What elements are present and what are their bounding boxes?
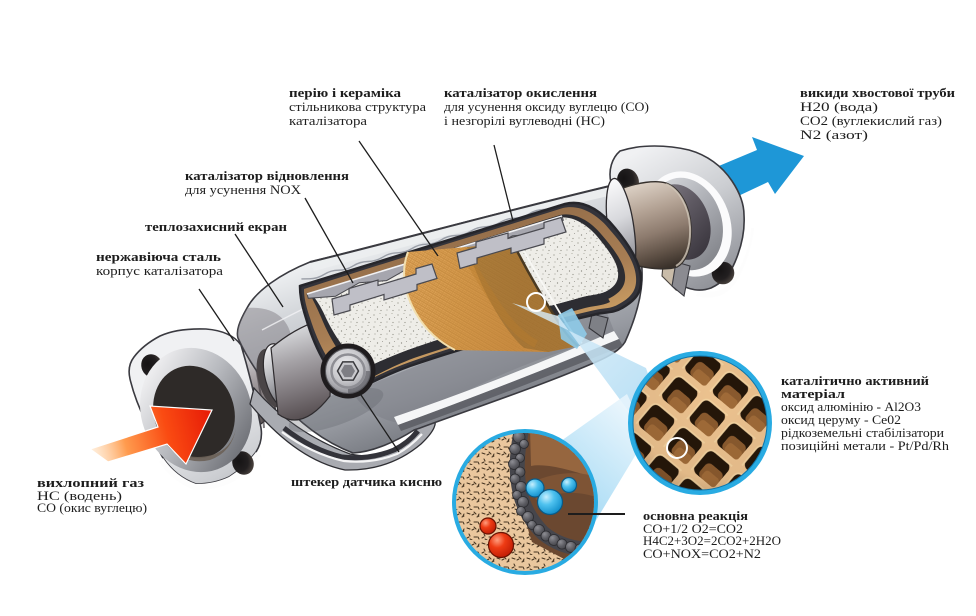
svg-text:каталізатора: каталізатора bbox=[289, 114, 368, 128]
svg-text:HC (водень): HC (водень) bbox=[37, 489, 122, 503]
svg-text:оксид алюмінію - Al2O3: оксид алюмінію - Al2O3 bbox=[781, 400, 921, 414]
svg-text:оксид церуму - Ce02: оксид церуму - Ce02 bbox=[781, 413, 901, 427]
svg-text:викиди хвостової труби: викиди хвостової труби bbox=[800, 85, 956, 100]
svg-text:CO2 (вуглекислий газ): CO2 (вуглекислий газ) bbox=[800, 114, 942, 128]
svg-text:N2 (азот): N2 (азот) bbox=[800, 128, 868, 142]
svg-text:рідкоземельні стабілізатори: рідкоземельні стабілізатори bbox=[781, 426, 944, 440]
svg-text:CO (окис вуглецю): CO (окис вуглецю) bbox=[37, 501, 147, 515]
svg-text:нержавіюча сталь: нержавіюча сталь bbox=[96, 249, 221, 264]
svg-text:стільникова структура: стільникова структура bbox=[289, 100, 427, 114]
svg-text:позиційні метали - Pt/Pd/Rh: позиційні метали - Pt/Pd/Rh bbox=[781, 439, 950, 453]
svg-text:основна реакція: основна реакція bbox=[643, 508, 748, 523]
svg-text:CO+NOX=CO2+N2: CO+NOX=CO2+N2 bbox=[643, 547, 761, 561]
svg-text:CO+1/2 O2=CO2: CO+1/2 O2=CO2 bbox=[643, 522, 743, 536]
svg-text:H4C2+3O2=2CO2+2H2O: H4C2+3O2=2CO2+2H2O bbox=[643, 534, 781, 548]
svg-text:штекер датчика кисню: штекер датчика кисню bbox=[291, 474, 442, 489]
svg-text:матеріал: матеріал bbox=[781, 386, 845, 401]
svg-text:каталізатор окислення: каталізатор окислення bbox=[444, 85, 597, 100]
svg-text:каталітично активний: каталітично активний bbox=[781, 373, 930, 388]
svg-text:для усунення оксиду вуглецю (C: для усунення оксиду вуглецю (CO) bbox=[444, 100, 649, 114]
svg-text:перію і кераміка: перію і кераміка bbox=[289, 85, 402, 100]
svg-text:для усунення NOX: для усунення NOX bbox=[185, 183, 301, 197]
svg-text:вихлопний газ: вихлопний газ bbox=[37, 475, 144, 490]
svg-text:теплозахисний екран: теплозахисний екран bbox=[145, 219, 288, 234]
svg-text:і незгорілі вуглеводні (HC): і незгорілі вуглеводні (HC) bbox=[444, 114, 605, 128]
svg-text:корпус каталізатора: корпус каталізатора bbox=[96, 264, 224, 278]
svg-text:каталізатор відновлення: каталізатор відновлення bbox=[185, 168, 349, 183]
svg-text:H20 (вода): H20 (вода) bbox=[800, 100, 878, 114]
